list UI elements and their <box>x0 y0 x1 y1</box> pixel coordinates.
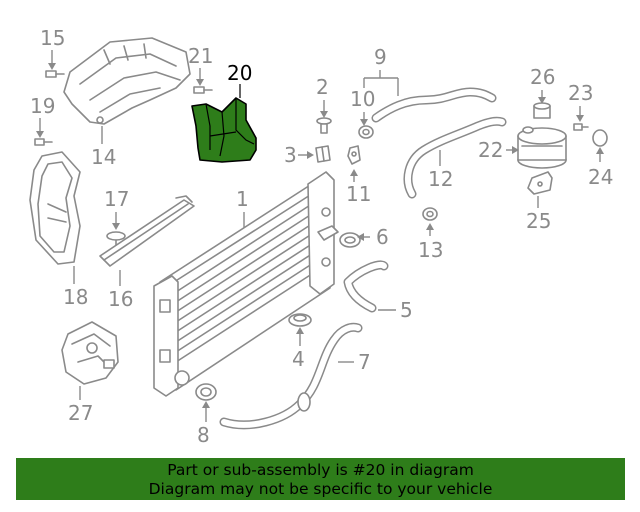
callout-22: 22 <box>478 138 503 162</box>
part-7-lower-hose <box>219 322 363 430</box>
part-18-side-seal <box>29 151 81 265</box>
callout-12: 12 <box>428 167 453 191</box>
callout-24: 24 <box>588 165 613 189</box>
part-8-clamp <box>195 383 217 401</box>
part-25-bracket <box>527 171 553 195</box>
callout-13: 13 <box>418 238 443 262</box>
part-26-cap <box>533 102 551 119</box>
callout-6: 6 <box>376 225 389 249</box>
callout-25: 25 <box>526 209 551 233</box>
callout-18: 18 <box>63 285 88 309</box>
callout-20: 20 <box>227 61 252 85</box>
notice-banner: Part or sub-assembly is #20 in diagram D… <box>16 458 625 500</box>
callout-7: 7 <box>358 350 371 374</box>
part-5-upper-hose <box>343 260 389 313</box>
part-20-air-guide <box>191 97 257 163</box>
part-21-bolt <box>193 86 213 94</box>
callout-10: 10 <box>350 87 375 111</box>
part-9-heater-hoses <box>371 87 507 199</box>
callout-26: 26 <box>530 65 555 89</box>
part-6-clamp <box>339 232 361 248</box>
callout-11: 11 <box>346 182 371 206</box>
banner-line-2: Diagram may not be specific to your vehi… <box>148 480 493 498</box>
callout-27: 27 <box>68 401 93 425</box>
part-11-bracket <box>347 145 361 165</box>
callout-8: 8 <box>197 423 210 447</box>
parts-diagram: 14 15 19 18 21 20 17 <box>29 26 613 447</box>
part-27-pump-assembly <box>61 321 119 385</box>
part-4-grommet <box>288 313 312 327</box>
callout-17: 17 <box>104 187 129 211</box>
part-10-clamp <box>358 125 374 139</box>
part-23-bolt <box>573 123 589 131</box>
part-16-seal-bar <box>99 195 195 267</box>
callout-21: 21 <box>188 44 213 68</box>
callout-15: 15 <box>40 26 65 50</box>
part-15-bolt <box>45 70 65 78</box>
callout-14: 14 <box>91 145 116 169</box>
callout-2: 2 <box>316 75 329 99</box>
part-24-ring <box>592 129 608 147</box>
callout-19: 19 <box>30 94 55 118</box>
part-1-radiator <box>153 171 339 397</box>
callout-9: 9 <box>374 45 387 69</box>
part-14-engine-cover <box>63 37 191 125</box>
callout-5: 5 <box>400 298 413 322</box>
callout-23: 23 <box>568 81 593 105</box>
callout-16: 16 <box>108 287 133 311</box>
part-13-clamp <box>422 207 438 221</box>
banner-line-1: Part or sub-assembly is #20 in diagram <box>167 461 474 479</box>
callout-4: 4 <box>292 347 305 371</box>
part-19-bolt <box>34 138 53 146</box>
part-3-bushing <box>315 145 331 163</box>
part-22-reservoir <box>517 126 567 169</box>
part-2-bolt <box>316 117 332 134</box>
callout-3: 3 <box>284 143 297 167</box>
callout-1: 1 <box>236 187 249 211</box>
